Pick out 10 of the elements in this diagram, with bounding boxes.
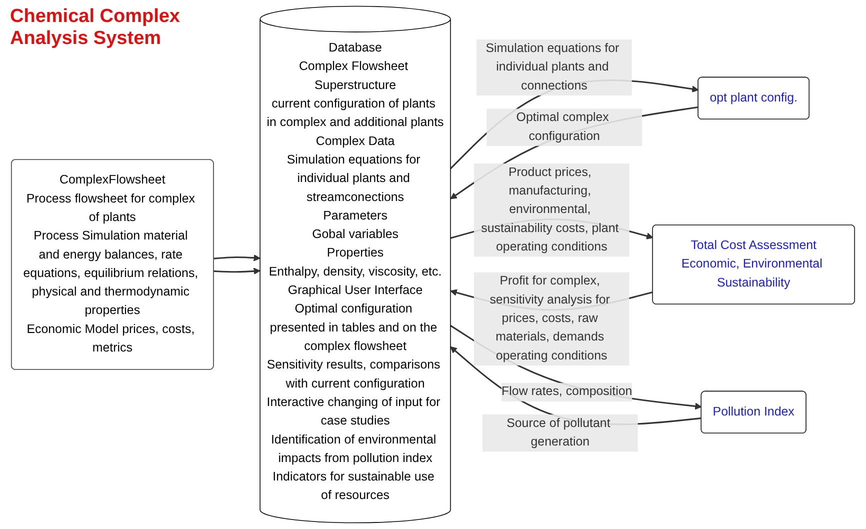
arrow	[450, 346, 702, 426]
arrow	[214, 268, 260, 275]
edge-label: Product prices, manufacturing, environmental, sustainability costs, plant operating conditions	[481, 166, 619, 254]
edge-label: Source of pollutant generation	[506, 416, 610, 449]
arrow	[214, 254, 260, 262]
title: Chemical Complex Analysis System	[10, 6, 180, 50]
edge-label: Profit for complex, sensitivity analysis for prices, costs, raw materials, demands operating conditions	[490, 274, 610, 362]
edge-label: Simulation equations for individual plants and connections	[486, 42, 620, 92]
edge-label: Flow rates, composition	[502, 385, 632, 398]
edge-label: Optimal complex configuration	[516, 111, 609, 143]
